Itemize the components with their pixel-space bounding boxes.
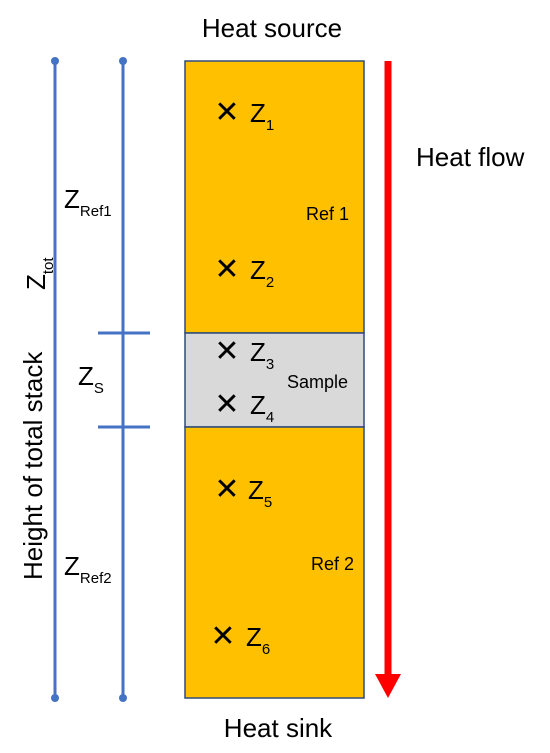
marker-z6: ✕ Z6 <box>210 620 270 658</box>
z-tot-label: Ztot <box>21 257 57 290</box>
layer-height-bottom-dot <box>119 694 127 702</box>
ref2-label: Ref 2 <box>311 554 354 574</box>
marker-z2-text: Z2 <box>250 255 274 291</box>
heat-flow-label: Heat flow <box>416 142 525 172</box>
marker-z4: ✕ Z4 <box>214 388 274 426</box>
marker-z4-text: Z4 <box>250 390 274 426</box>
heat-source-label: Heat source <box>202 13 342 43</box>
cross-icon: ✕ <box>214 253 239 286</box>
cross-icon: ✕ <box>214 388 239 421</box>
ref1-block <box>184 60 365 334</box>
marker-z2: ✕ Z2 <box>214 253 274 291</box>
cross-icon: ✕ <box>210 620 235 653</box>
marker-z5-text: Z5 <box>248 475 272 511</box>
total-height-top-dot <box>51 57 59 65</box>
marker-z5: ✕ Z5 <box>214 473 272 511</box>
ref1-label: Ref 1 <box>306 204 349 224</box>
marker-z1-text: Z1 <box>250 98 274 134</box>
layer-height-top-dot <box>119 57 127 65</box>
cross-icon: ✕ <box>214 473 239 506</box>
cross-icon: ✕ <box>214 335 239 368</box>
sample-label: Sample <box>287 372 348 392</box>
marker-z3: ✕ Z3 <box>214 335 274 373</box>
ref2-block <box>184 426 365 699</box>
marker-z3-text: Z3 <box>250 337 274 373</box>
marker-z1: ✕ Z1 <box>214 96 274 134</box>
z-ref2-label: ZRef2 <box>64 551 112 587</box>
marker-z6-text: Z6 <box>246 622 270 658</box>
total-height-bottom-dot <box>51 694 59 702</box>
cross-icon: ✕ <box>214 96 239 129</box>
heat-sink-label: Heat sink <box>224 713 333 743</box>
total-stack-height-label: Height of total stack <box>18 351 48 580</box>
sample-block <box>184 332 365 428</box>
z-s-label: ZS <box>78 361 104 397</box>
heat-flow-arrow-head <box>375 674 401 698</box>
z-ref1-label: ZRef1 <box>64 184 112 220</box>
